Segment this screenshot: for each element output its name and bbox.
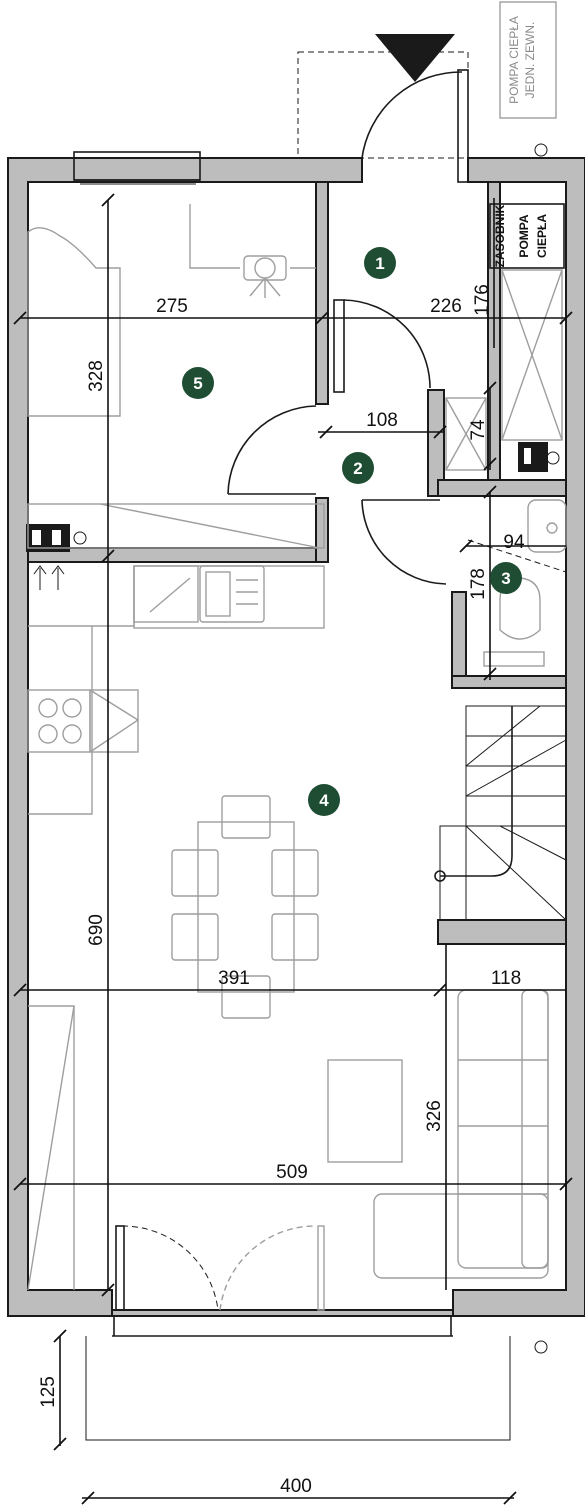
dim-326: 326	[424, 1100, 445, 1132]
dim-328: 328	[86, 360, 107, 392]
svg-text:5: 5	[193, 374, 202, 393]
svg-text:3: 3	[501, 569, 510, 588]
svg-text:4: 4	[319, 791, 329, 810]
pompa-int-label-2: CIEPŁA	[535, 214, 549, 258]
dining-table	[171, 795, 319, 1019]
dim-275: 275	[156, 296, 188, 317]
desk	[189, 204, 240, 269]
dim-125: 125	[38, 1376, 59, 1408]
room-badge-5: 5	[182, 367, 214, 399]
tall-cabinet	[501, 269, 563, 441]
terrace	[85, 1336, 511, 1441]
room-badge-4: 4	[308, 784, 340, 816]
sofa	[373, 989, 549, 1279]
vent-block-right	[518, 442, 548, 472]
pompa-int-label-1: POMPA	[517, 214, 531, 257]
office-chair-icon	[243, 255, 287, 298]
dim-400: 400	[280, 1476, 312, 1497]
terrace-doors	[112, 1225, 453, 1337]
room-badge-3: 3	[490, 562, 522, 594]
room5-cabinet	[27, 503, 325, 549]
svg-text:1: 1	[375, 254, 384, 273]
dim-108: 108	[366, 410, 398, 431]
dim-178: 178	[468, 568, 489, 600]
armchair	[27, 227, 121, 417]
dim-226: 226	[430, 296, 462, 317]
dimension-lines	[13, 193, 573, 1505]
zasobnik-label: ZASOBNIK	[493, 204, 507, 267]
dim-94: 94	[503, 532, 525, 553]
wall-room5-room1	[315, 181, 329, 405]
door-hall-swing	[343, 299, 431, 389]
dim-391: 391	[218, 968, 250, 989]
wall-stairs	[437, 919, 567, 945]
dim-509: 509	[276, 1162, 308, 1183]
dim-690: 690	[86, 914, 107, 946]
kitchen-sink	[199, 565, 265, 623]
door-hall-leaf	[333, 299, 345, 393]
room-badge-1: 1	[364, 247, 396, 279]
dim-74: 74	[468, 419, 489, 441]
dim-118: 118	[491, 968, 521, 989]
coffee-table	[327, 1059, 403, 1163]
entrance-arrow-icon	[375, 34, 455, 82]
wall-bathroom	[451, 591, 467, 689]
marker-circle-bottom	[534, 1340, 548, 1354]
kitchen	[27, 565, 325, 815]
heat-pump-external-label-2: JEDN. ZEWN.	[523, 22, 537, 99]
staircase	[434, 705, 567, 921]
svg-text:2: 2	[353, 459, 362, 478]
sink	[527, 499, 567, 553]
marker-circle-top	[534, 143, 548, 157]
entrance-door-leaf	[457, 69, 469, 183]
heat-pump-internal	[489, 203, 565, 269]
entrance-canopy	[297, 51, 469, 159]
wall-room5-bottom	[27, 547, 329, 563]
heat-pump-external-label-1: POMPA CIEPŁA	[507, 16, 521, 104]
entrance-door-swing	[361, 71, 463, 159]
closet	[445, 397, 487, 471]
door-bathroom-swing	[361, 499, 447, 585]
room-badge-2: 2	[342, 452, 374, 484]
door-room5-swing	[227, 405, 317, 495]
cooktop	[27, 689, 91, 753]
heat-pump-external-unit	[499, 1, 557, 119]
dim-176: 176	[472, 284, 493, 316]
